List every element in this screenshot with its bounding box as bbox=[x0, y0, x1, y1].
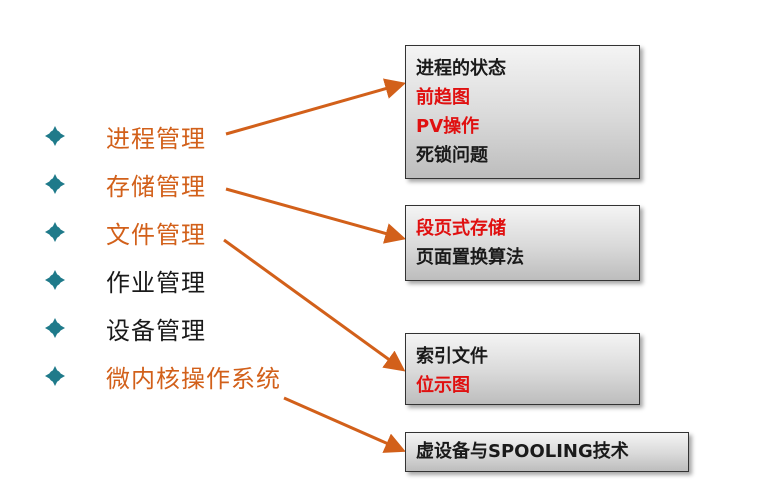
topic-item-microkernel: 微内核操作系统 bbox=[44, 356, 280, 396]
topic-label: 存储管理 bbox=[106, 172, 206, 201]
box-storage-details: 段页式存储 页面置换算法 bbox=[405, 205, 640, 281]
bullet-icon bbox=[45, 222, 65, 242]
arrow-microkernel-to-box4 bbox=[283, 396, 406, 453]
box-line: PV操作 bbox=[416, 116, 480, 137]
box-line: 前趋图 bbox=[416, 87, 470, 108]
topic-item-file: 文件管理 bbox=[44, 212, 205, 252]
topic-label: 微内核操作系统 bbox=[106, 364, 281, 393]
topic-item-job: 作业管理 bbox=[44, 260, 205, 300]
topic-item-process: 进程管理 bbox=[44, 116, 205, 156]
topic-item-storage: 存储管理 bbox=[44, 164, 205, 204]
arrow-process-to-box1 bbox=[225, 78, 407, 136]
box-line: 页面置换算法 bbox=[416, 247, 524, 268]
box-process-details: 进程的状态 前趋图 PV操作 死锁问题 bbox=[405, 45, 640, 179]
bullet-icon bbox=[45, 174, 65, 194]
topic-label: 作业管理 bbox=[106, 268, 206, 297]
box-line: 进程的状态 bbox=[416, 58, 506, 79]
arrow-file-to-box3 bbox=[223, 238, 406, 372]
arrow-storage-to-box2 bbox=[225, 187, 407, 244]
box-microkernel-details: 虚设备与SPOOLING技术 bbox=[405, 432, 689, 472]
box-line: 位示图 bbox=[416, 375, 470, 396]
box-line: 段页式存储 bbox=[416, 218, 506, 239]
bullet-icon bbox=[45, 270, 65, 290]
box-line: 索引文件 bbox=[416, 346, 488, 367]
topic-label: 设备管理 bbox=[106, 316, 206, 345]
bullet-icon bbox=[45, 366, 65, 386]
box-line: 死锁问题 bbox=[416, 145, 488, 166]
bullet-icon bbox=[45, 126, 65, 146]
topic-label: 文件管理 bbox=[106, 220, 206, 249]
box-line: 虚设备与SPOOLING技术 bbox=[416, 441, 629, 462]
topic-label: 进程管理 bbox=[106, 124, 206, 153]
box-file-details: 索引文件 位示图 bbox=[405, 333, 640, 405]
topic-item-device: 设备管理 bbox=[44, 308, 205, 348]
bullet-icon bbox=[45, 318, 65, 338]
